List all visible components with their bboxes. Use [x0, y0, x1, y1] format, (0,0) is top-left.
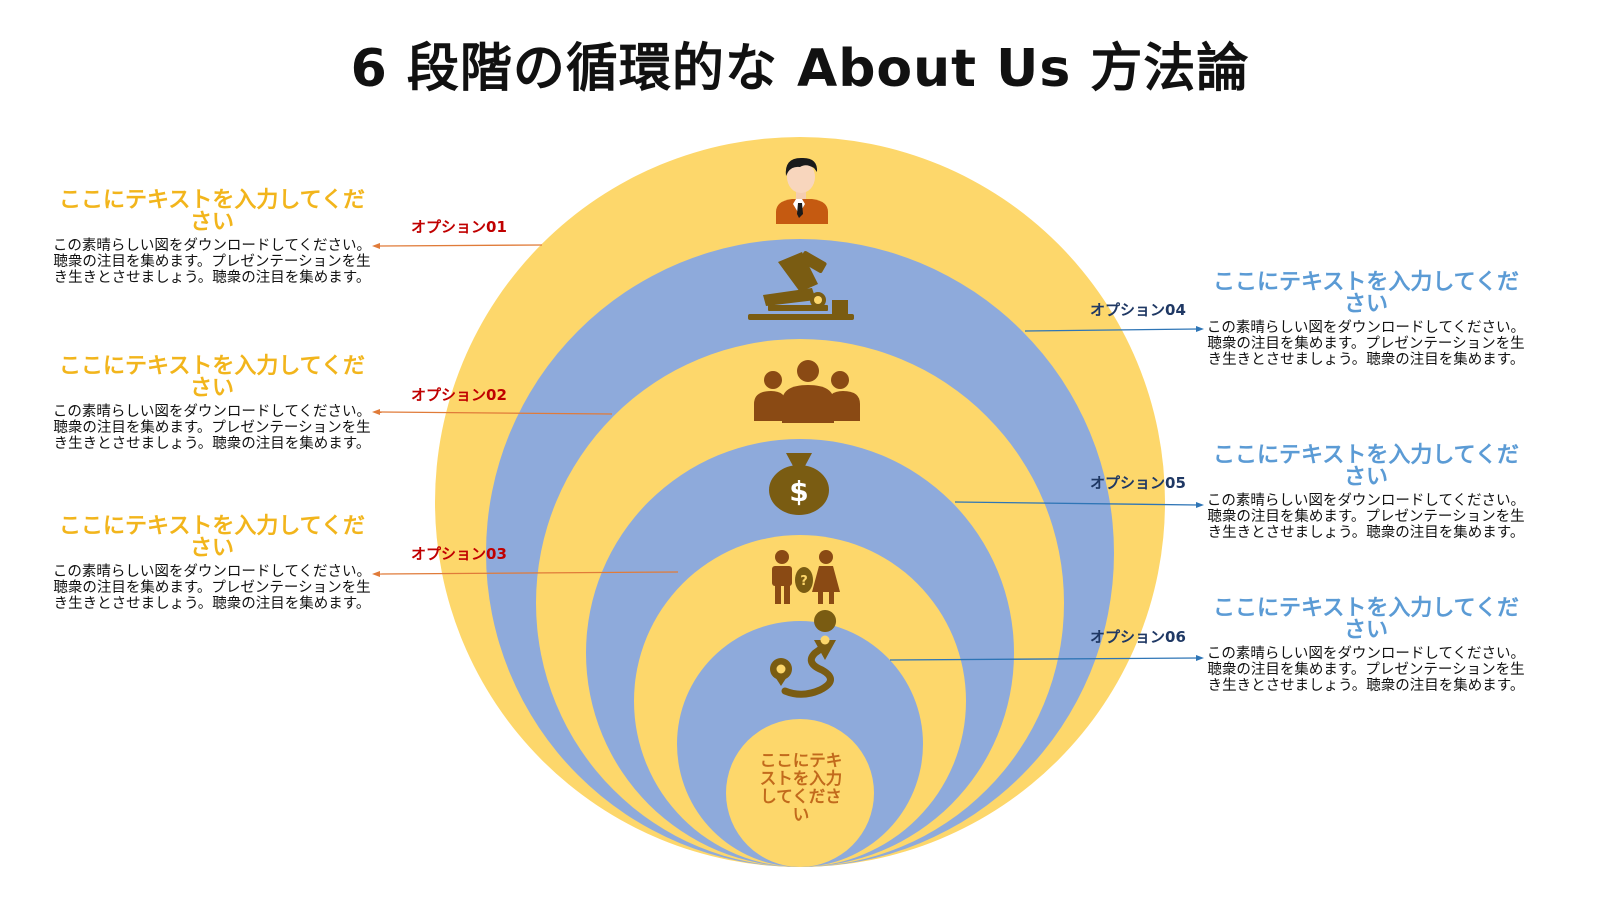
text-block-heading: ここにテキストを入力してください — [1212, 270, 1520, 317]
money-bag-icon: $ — [769, 453, 829, 515]
center-text: ここにテキストを入力してください — [759, 751, 843, 824]
text-block-heading: ここにテキストを入力してください — [1212, 443, 1520, 490]
text-block-body: この素晴らしい図をダウンロードしてください。聴衆の注目を集めます。プレゼンテーシ… — [1206, 493, 1526, 541]
connector-line-02 — [377, 411, 613, 415]
svg-text:$: $ — [789, 475, 808, 508]
arrow-head-06 — [1196, 655, 1204, 661]
arrow-head-02 — [372, 409, 380, 415]
svg-text:?: ? — [800, 574, 808, 589]
text-block-body: この素晴らしい図をダウンロードしてください。聴衆の注目を集めます。プレゼンテーシ… — [1206, 646, 1526, 694]
route-pin-icon — [770, 610, 837, 698]
arrow-head-01 — [372, 243, 380, 249]
group-icon — [754, 360, 860, 423]
text-block-body: この素晴らしい図をダウンロードしてください。聴衆の注目を集めます。プレゼンテーシ… — [52, 238, 372, 286]
text-block-heading: ここにテキストを入力してください — [1212, 596, 1520, 643]
microscope-icon — [748, 251, 854, 320]
connector-lines — [372, 243, 1204, 661]
option-label-02: オプション02 — [411, 386, 507, 404]
option-label-05: オプション05 — [1090, 474, 1186, 492]
text-block-body: この素晴らしい図をダウンロードしてください。聴衆の注目を集めます。プレゼンテーシ… — [1206, 320, 1526, 368]
text-block-02: ここにテキストを入力してください この素晴らしい図をダウンロードしてください。聴… — [52, 354, 372, 453]
couple-icon: ? — [772, 550, 840, 604]
option-label-03: オプション03 — [411, 545, 507, 563]
text-block-03: ここにテキストを入力してください この素晴らしい図をダウンロードしてください。聴… — [52, 514, 372, 613]
option-label-06: オプション06 — [1090, 628, 1186, 646]
text-block-04: ここにテキストを入力してください この素晴らしい図をダウンロードしてください。聴… — [1206, 270, 1526, 369]
arrow-head-05 — [1196, 502, 1204, 508]
circle-center — [726, 719, 874, 867]
connector-line-04 — [1024, 328, 1199, 332]
text-block-05: ここにテキストを入力してください この素晴らしい図をダウンロードしてください。聴… — [1206, 443, 1526, 542]
connector-line-05 — [954, 501, 1199, 506]
option-label-04: オプション04 — [1090, 301, 1186, 319]
text-block-06: ここにテキストを入力してください この素晴らしい図をダウンロードしてください。聴… — [1206, 596, 1526, 695]
text-block-01: ここにテキストを入力してください この素晴らしい図をダウンロードしてください。聴… — [52, 188, 372, 287]
text-block-body: この素晴らしい図をダウンロードしてください。聴衆の注目を集めます。プレゼンテーシ… — [52, 404, 372, 452]
arrow-head-03 — [372, 571, 380, 577]
text-block-heading: ここにテキストを入力してください — [58, 514, 366, 561]
arrow-head-04 — [1196, 326, 1204, 332]
page-title: 6 段階の循環的な About Us 方法論 — [350, 39, 1250, 99]
text-block-heading: ここにテキストを入力してください — [58, 354, 366, 401]
text-block-body: この素晴らしい図をダウンロードしてください。聴衆の注目を集めます。プレゼンテーシ… — [52, 564, 372, 612]
text-block-heading: ここにテキストを入力してください — [58, 188, 366, 235]
connector-line-06 — [889, 657, 1199, 661]
connector-line-03 — [377, 571, 679, 575]
businessman-icon — [776, 157, 828, 224]
connector-line-01 — [377, 244, 543, 247]
option-label-01: オプション01 — [411, 218, 507, 236]
